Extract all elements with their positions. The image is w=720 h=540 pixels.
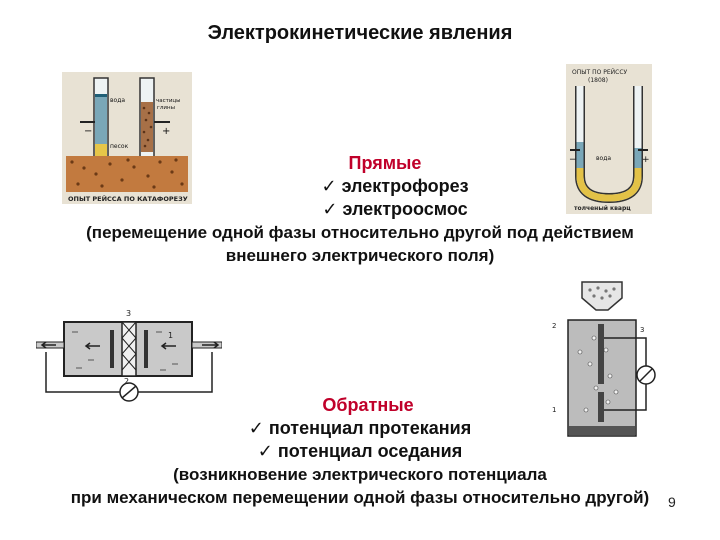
fig1-sand-label: песок (110, 143, 129, 150)
direct-note-line-2: внешнего электрического поля) (225, 246, 495, 265)
fig1-particles-label: частицы (156, 98, 181, 104)
fig2-water-label: вода (596, 155, 611, 162)
fig4-label-1: 1 (552, 406, 556, 414)
fig1-water-label: вода (110, 97, 125, 104)
direct-heading: Прямые (348, 153, 422, 173)
inverse-note-line-1: (возникновение электрического потенциала (173, 465, 547, 484)
direct-item-electroosmosis: электроосмос (342, 199, 468, 219)
fig4-label-2: 2 (552, 322, 556, 330)
check-icon: ✓ (321, 176, 337, 196)
fig4-label-3: 3 (640, 326, 644, 334)
inverse-item-sedimentation: потенциал оседания (277, 441, 463, 461)
fig3-label-2: 2 (124, 377, 129, 386)
inverse-phenomena-block: Обратные ✓ потенциал протекания ✓ потенц… (0, 394, 720, 509)
inverse-item-streaming: потенциал протекания (268, 418, 472, 438)
inverse-item-1: ✓ потенциал протекания (0, 417, 720, 440)
reuss-u-tube-figure: ОПЫТ ПО РЕЙССУ (1808) − + вода толченый … (566, 64, 652, 214)
fig2-top-label: ОПЫТ ПО РЕЙССУ (572, 69, 628, 76)
svg-text:−: − (84, 126, 92, 137)
fig3-label-3: 3 (126, 309, 131, 318)
streaming-potential-figure: 3 1 2 (36, 309, 222, 402)
page-number: 9 (668, 494, 676, 510)
inverse-heading: Обратные (322, 395, 414, 415)
direct-note-line-1: (перемещение одной фазы относительно дру… (86, 223, 634, 242)
fig2-year-label: (1808) (588, 77, 608, 84)
fig1-caption: ОПЫТ РЕЙССА ПО КАТАФОРЕЗУ (68, 194, 188, 203)
svg-text:−: − (569, 155, 577, 165)
svg-text:+: + (642, 155, 650, 165)
check-icon: ✓ (248, 418, 264, 438)
inverse-note-line-2: при механическом перемещении одной фазы … (70, 488, 650, 507)
fig1-clay-label: глины (157, 105, 175, 111)
svg-text:+: + (162, 126, 170, 137)
fig2-caption: толченый кварц (574, 205, 631, 212)
direct-item-1: ✓ электрофорез (0, 175, 720, 198)
fig3-label-1: 1 (168, 331, 173, 340)
sedimentation-potential-figure: 2 3 1 (552, 281, 656, 437)
slide-title: Электрокинетические явления (207, 22, 513, 44)
direct-item-electrophoresis: электрофорез (341, 176, 469, 196)
check-icon: ✓ (257, 441, 273, 461)
direct-item-2: ✓ электроосмос (0, 198, 720, 221)
direct-phenomena-block: Прямые ✓ электрофорез ✓ электроосмос (пе… (0, 152, 720, 267)
reuss-cataphoresis-figure: − + вода частицы глины песок ОПЫТ РЕЙССА… (62, 72, 192, 204)
inverse-item-2: ✓ потенциал оседания (0, 440, 720, 463)
check-icon: ✓ (322, 199, 338, 219)
